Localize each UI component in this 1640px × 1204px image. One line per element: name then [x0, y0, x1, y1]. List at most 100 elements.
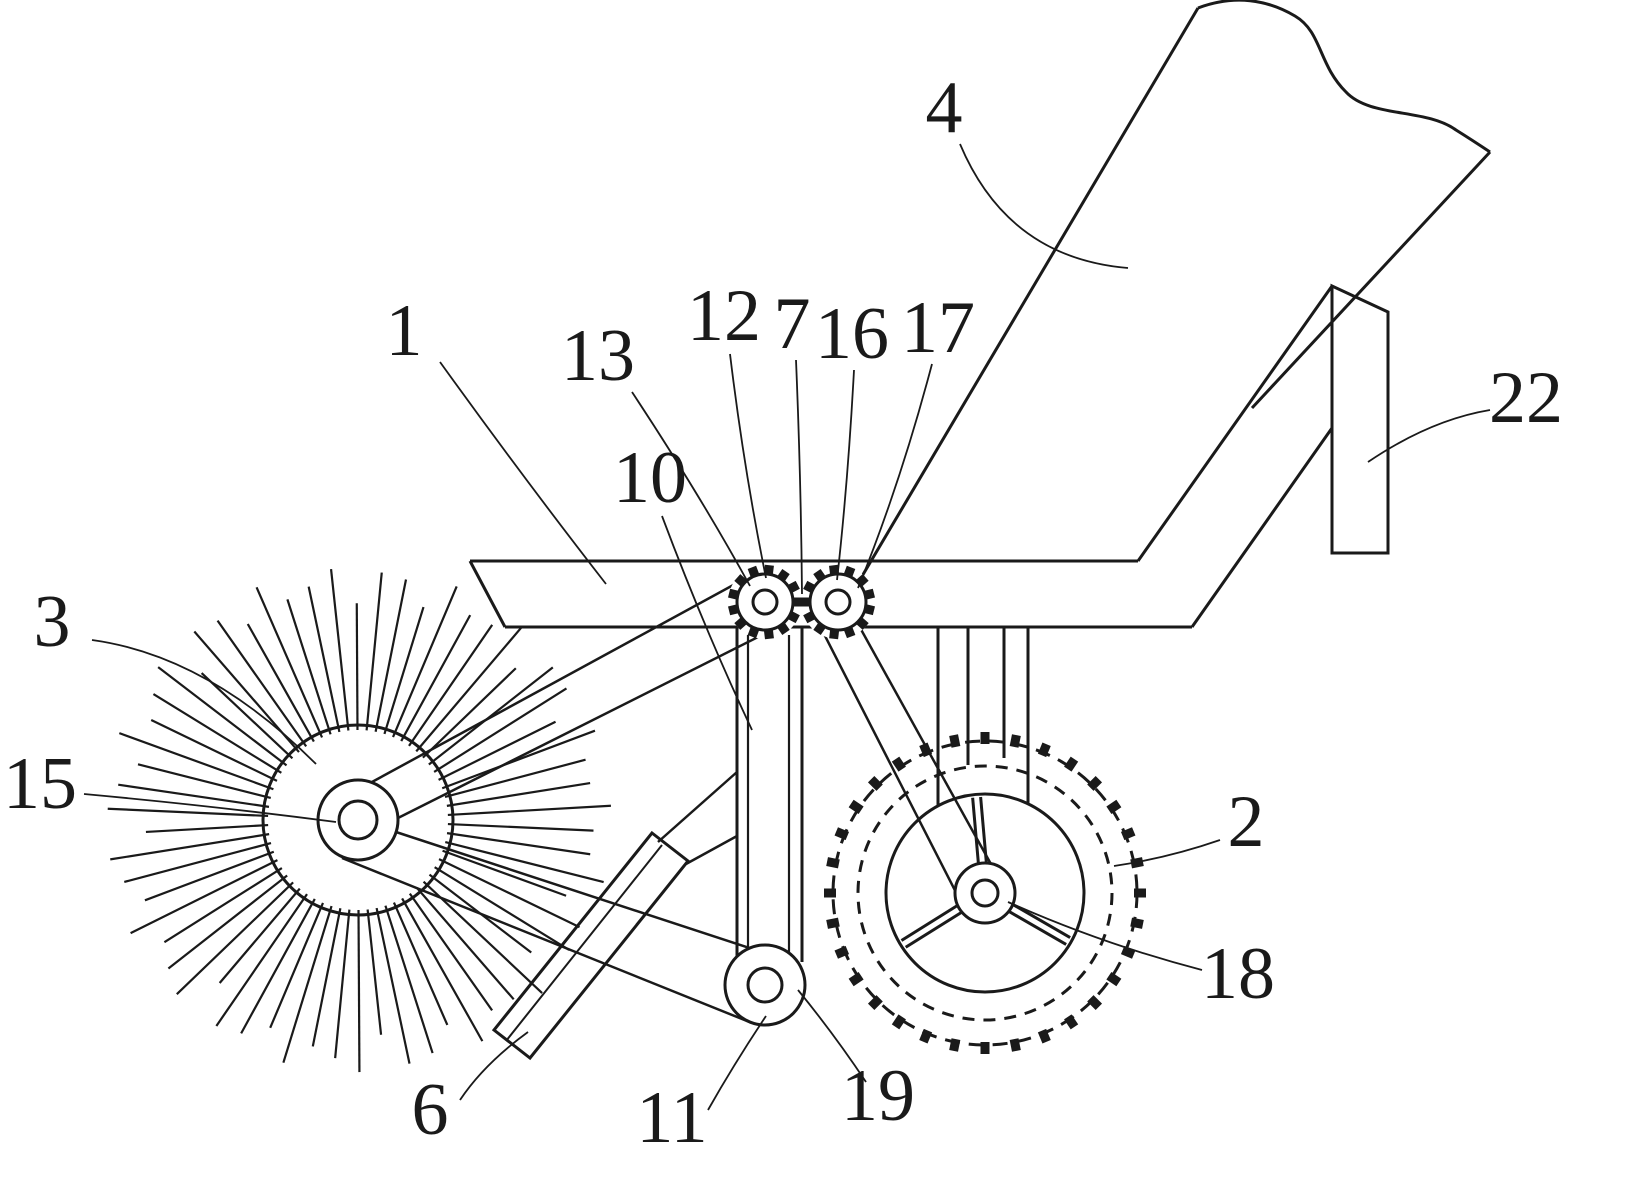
bristle-line	[422, 880, 543, 994]
tire-tread	[1037, 1028, 1051, 1044]
bristle-line	[218, 887, 301, 984]
wheel-spoke	[971, 797, 980, 864]
tire-tread	[826, 857, 840, 869]
leader-19	[797, 989, 867, 1083]
ref-label-19: 19	[841, 1055, 915, 1137]
bristle-line	[366, 909, 383, 1035]
bristle-line	[286, 599, 332, 735]
bristle-line	[357, 909, 361, 1073]
bristle-line	[401, 897, 484, 1042]
leader-17	[857, 363, 933, 589]
bristle-line	[107, 807, 269, 818]
frame-left-edge	[468, 560, 507, 628]
bristle-line	[144, 850, 275, 902]
leader-2	[1113, 839, 1221, 867]
tire-tread	[1009, 1038, 1021, 1052]
leader-22	[1367, 409, 1491, 463]
pulley-shaft	[746, 966, 784, 1004]
ref-label-12: 12	[687, 275, 761, 357]
bristle-line	[408, 892, 494, 1011]
bristle-line	[375, 907, 411, 1064]
ref-label-16: 16	[815, 293, 889, 375]
skid-support	[685, 834, 738, 866]
bristle-line	[118, 732, 274, 791]
leader-12	[729, 353, 767, 579]
ref-label-7: 7	[774, 283, 811, 365]
ref-label-4: 4	[926, 67, 963, 149]
bristle-line	[365, 572, 383, 731]
bristle-line	[130, 859, 278, 935]
skid-inner-line	[505, 844, 663, 1042]
brush-hub	[316, 778, 400, 862]
handle	[1330, 283, 1390, 555]
chute-left-edge	[830, 7, 1200, 628]
ref-label-11: 11	[636, 1077, 707, 1159]
skid-plate	[491, 771, 738, 1061]
bristle-line	[442, 849, 567, 897]
wheel-hub-shaft	[970, 878, 1000, 908]
tire-tread	[919, 742, 933, 758]
leader-11	[707, 1015, 767, 1111]
tire-inner-edge	[856, 764, 1114, 1022]
tire-tread	[1106, 799, 1122, 814]
wheel-spokes	[900, 796, 1071, 949]
tire-tread	[867, 775, 883, 791]
brush-pulley-belt	[341, 856, 753, 1025]
gear-left	[727, 564, 802, 640]
ref-label-1: 1	[386, 290, 423, 372]
skid-body	[491, 830, 691, 1061]
ref-label-13: 13	[561, 315, 635, 397]
ref-label-2: 2	[1228, 781, 1265, 863]
brush-arm-link	[397, 628, 773, 820]
tire-tread	[1087, 775, 1103, 791]
leader-13	[631, 391, 751, 587]
handle-grip	[1330, 283, 1390, 555]
bristle-line	[415, 626, 523, 753]
bristle-line	[416, 887, 515, 1001]
bristle-line	[438, 858, 580, 929]
tire-tread	[1064, 1014, 1079, 1030]
ref-label-10: 10	[613, 437, 687, 519]
tire-tread	[919, 1028, 933, 1044]
bristle-line	[150, 719, 278, 782]
bristle-line	[434, 866, 570, 951]
leader-4	[959, 143, 1129, 269]
bristle-line	[384, 905, 434, 1054]
tire-tread	[834, 827, 850, 841]
bristle-line	[215, 893, 308, 1027]
gear-right-shaft	[824, 588, 852, 616]
gear-right	[800, 564, 876, 640]
leader-7	[795, 359, 803, 595]
bristle-line	[216, 620, 308, 748]
ref-label-15: 15	[3, 743, 77, 825]
brush-hub-shaft	[337, 799, 379, 841]
bristle-line	[157, 666, 288, 767]
bristle-line	[329, 569, 350, 731]
brush-assembly	[107, 569, 611, 1073]
wheel-spoke	[1008, 910, 1067, 946]
leader-10	[661, 515, 753, 731]
bristle-line	[269, 902, 324, 1029]
tire-tread	[848, 972, 864, 987]
wheel-spoke	[904, 911, 963, 949]
tire-tread	[848, 799, 864, 814]
bristle-line	[200, 672, 294, 760]
vertical-arm	[735, 627, 804, 988]
ref-labels: 1 2 3 4 6 7 10 11 12 13 15 16 17 18 19 2…	[3, 67, 1563, 1159]
tire-tread	[1106, 972, 1122, 987]
gear-left-shaft	[751, 588, 779, 616]
tire-tread	[1130, 917, 1144, 929]
tire-tread	[867, 995, 883, 1011]
wheel-drive-belt	[820, 629, 967, 911]
wheel-spoke	[1012, 903, 1071, 939]
wheel-drive-belt	[856, 623, 1004, 885]
pulley	[723, 943, 807, 1027]
tire-tread	[826, 917, 840, 929]
ref-label-17: 17	[901, 287, 975, 369]
ref-label-22: 22	[1489, 357, 1563, 439]
bristle-line	[446, 782, 591, 807]
tire-tread	[1037, 742, 1051, 758]
bristle-line	[176, 881, 294, 995]
leader-lines	[83, 143, 1491, 1111]
